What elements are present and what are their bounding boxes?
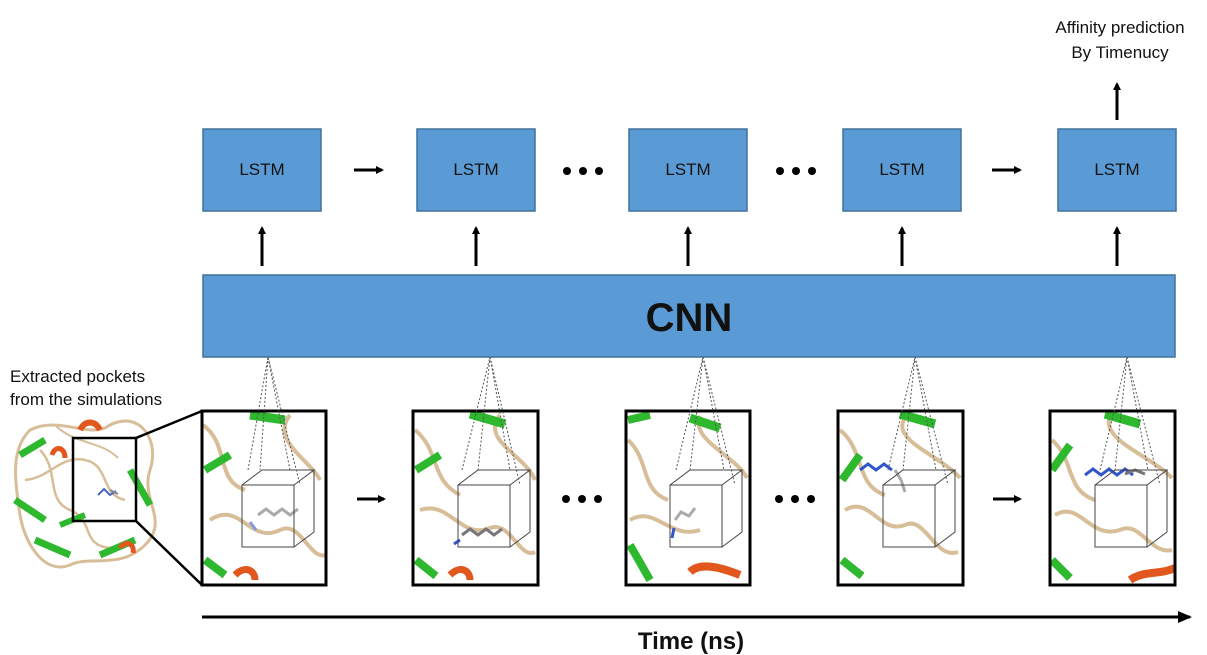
- pocket-frame-3: [624, 409, 752, 587]
- protein-structure-image: [13, 419, 157, 569]
- lstm-block-4: LSTM: [842, 128, 962, 212]
- lstm-block-1: LSTM: [202, 128, 322, 212]
- pocket-frame-5: [1048, 409, 1177, 587]
- frame-ellipsis-2: [775, 495, 815, 503]
- lstm-block-label: LSTM: [1094, 160, 1139, 179]
- pocket-label-line1: Extracted pockets: [10, 367, 145, 386]
- lstm-block-label: LSTM: [239, 160, 284, 179]
- lstm-block-3: LSTM: [628, 128, 748, 212]
- pocket-label-line2: from the simulations: [10, 390, 162, 409]
- pocket-frame-4: [836, 409, 965, 587]
- lstm-block-2: LSTM: [416, 128, 536, 212]
- lstm-row: LSTM LSTM LSTM LSTM LSTM: [202, 128, 1177, 212]
- lstm-block-5: LSTM: [1057, 128, 1177, 212]
- time-axis-label: Time (ns): [638, 628, 744, 655]
- zoom-line-top: [135, 409, 203, 440]
- pocket-highlight-box: [71, 436, 138, 523]
- cnn-block: CNN: [202, 274, 1176, 358]
- lstm-ellipsis-2: [776, 167, 816, 175]
- lstm-ellipsis-1: [563, 167, 603, 175]
- output-label-line2: By Timenucy: [1071, 43, 1169, 62]
- cnn-label: CNN: [646, 296, 733, 340]
- zoom-line-bottom: [135, 520, 203, 586]
- cnn-to-lstm-arrows: [258, 226, 1121, 266]
- lstm-block-label: LSTM: [665, 160, 710, 179]
- lstm-block-label: LSTM: [879, 160, 924, 179]
- lstm-block-label: LSTM: [453, 160, 498, 179]
- output-label-line1: Affinity prediction: [1055, 18, 1184, 37]
- frame-ellipsis-1: [562, 495, 602, 503]
- frame-projection-lines: [247, 356, 1161, 486]
- pocket-frame-1: [200, 409, 328, 587]
- pocket-frame-2: [411, 409, 540, 587]
